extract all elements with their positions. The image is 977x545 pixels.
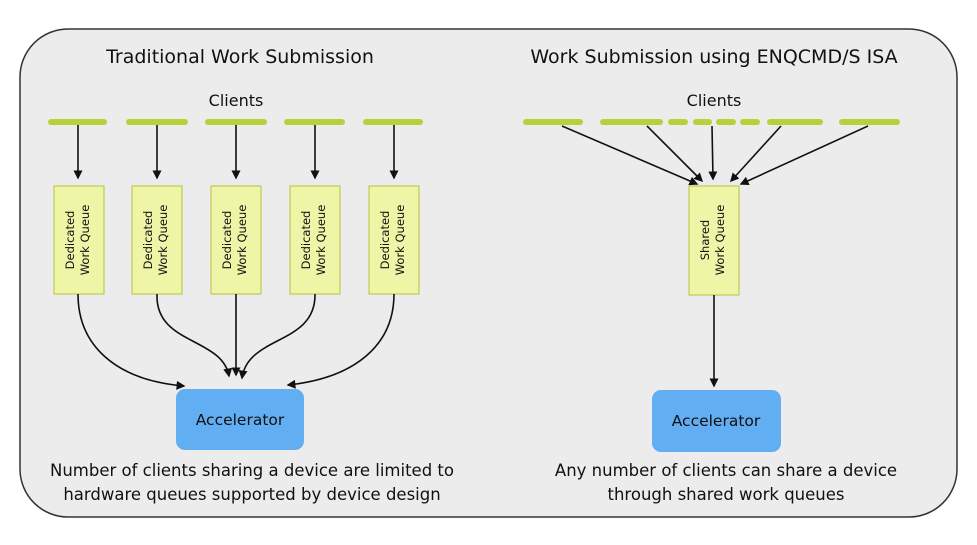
right-caption-line1: Any number of clients can share a device [555, 461, 897, 480]
left-queue-arrows [77, 293, 395, 390]
queue-label-line1: Dedicated [378, 211, 392, 270]
arrow [286, 293, 395, 389]
queue-label-line1: Dedicated [141, 211, 155, 270]
arrow [708, 125, 718, 181]
queue-label-line2: Work Queue [713, 205, 727, 276]
left-clients-label: Clients [209, 91, 264, 110]
queue-label-line2: Work Queue [78, 205, 92, 276]
right-client-arrows [561, 125, 869, 186]
dedicated-queue: Dedicated Work Queue [289, 185, 341, 295]
shared-queue: Shared Work Queue [688, 185, 740, 296]
queue-label-line1: Shared [698, 220, 712, 261]
queue-label-line2: Work Queue [314, 205, 328, 276]
queue-label-line1: Dedicated [220, 211, 234, 270]
left-queues: Dedicated Work Queue Dedicated Work Queu… [53, 185, 420, 295]
dedicated-queue: Dedicated Work Queue [368, 185, 420, 295]
arrow [739, 125, 869, 185]
arrow [156, 293, 233, 378]
right-clients-label: Clients [687, 91, 742, 110]
arrow [561, 125, 699, 186]
queue-label-line1: Dedicated [63, 211, 77, 270]
dedicated-queue: Dedicated Work Queue [53, 185, 105, 295]
dedicated-queue: Dedicated Work Queue [131, 185, 183, 295]
queue-label-line2: Work Queue [156, 205, 170, 276]
queue-label-line2: Work Queue [393, 205, 407, 276]
right-title: Work Submission using ENQCMD/S ISA [530, 46, 897, 68]
arrow [77, 293, 186, 390]
left-accelerator: Accelerator [176, 389, 304, 450]
left-title: Traditional Work Submission [105, 46, 374, 68]
accelerator-label: Accelerator [672, 412, 761, 430]
queue-label-line1: Dedicated [299, 211, 313, 270]
left-client-arrows [73, 125, 399, 180]
left-caption-line2: hardware queues supported by device desi… [63, 485, 440, 504]
right-caption-line2: through shared work queues [608, 485, 845, 504]
left-caption-line1: Number of clients sharing a device are l… [50, 461, 454, 480]
right-accelerator: Accelerator [652, 390, 781, 452]
arrow [646, 125, 704, 183]
arrow [729, 125, 782, 183]
arrow [238, 293, 316, 380]
accelerator-label: Accelerator [196, 411, 285, 429]
dedicated-queue: Dedicated Work Queue [210, 185, 262, 295]
queue-label-line2: Work Queue [235, 205, 249, 276]
